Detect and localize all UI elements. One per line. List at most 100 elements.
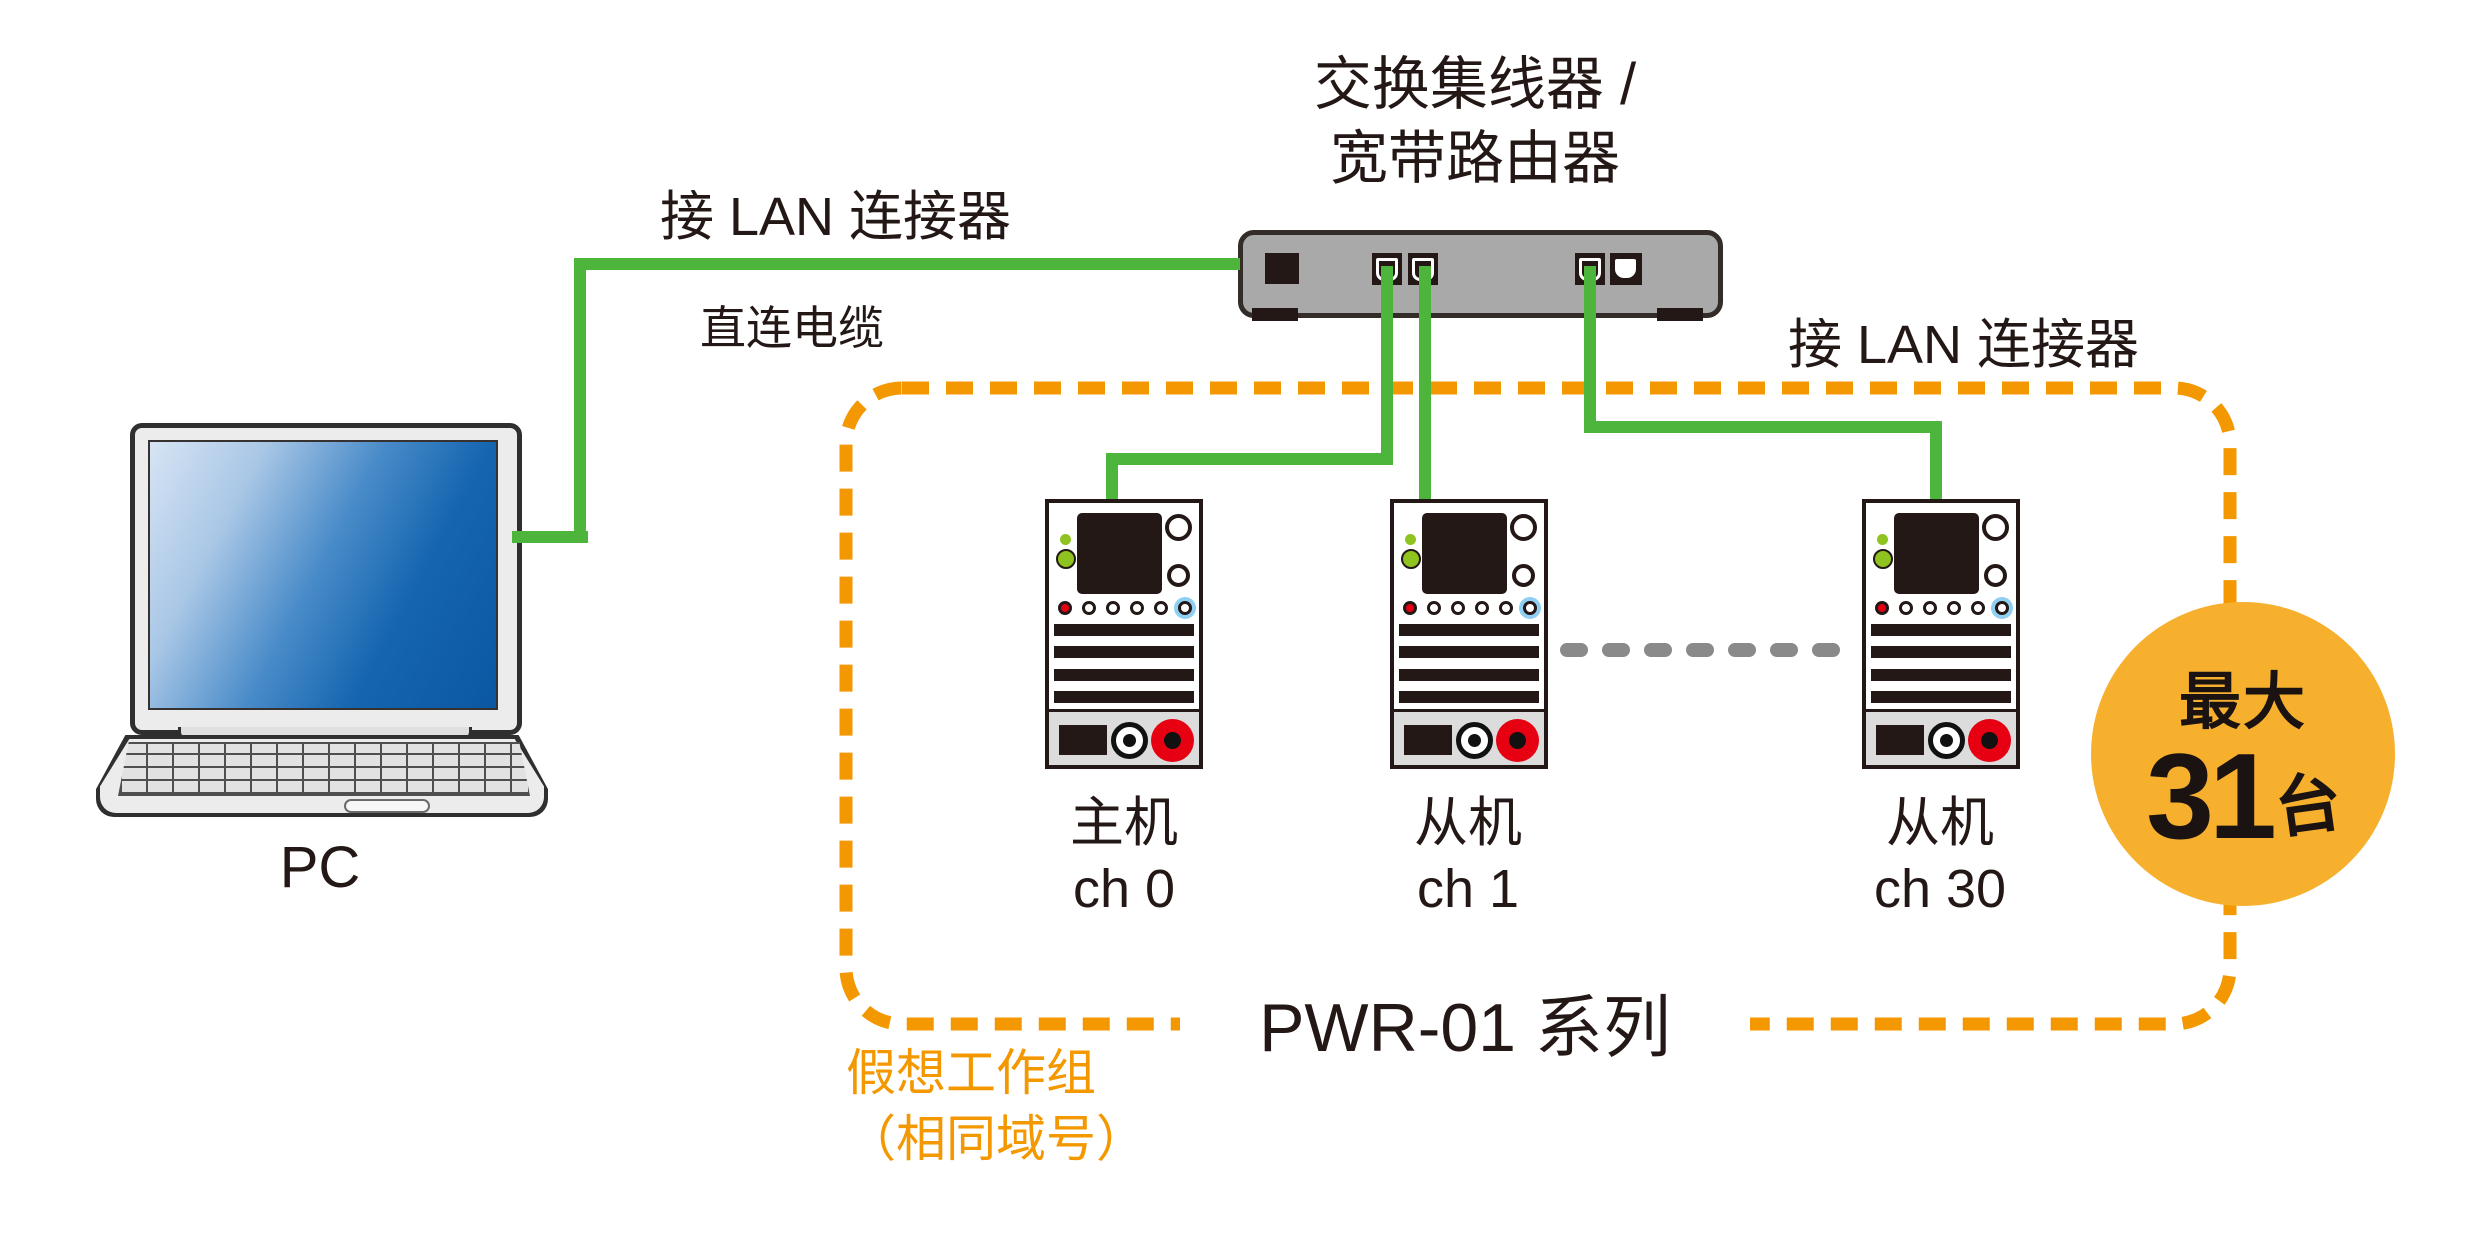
cable-c-entry bbox=[1930, 421, 1942, 503]
knob-current-icon bbox=[1512, 564, 1535, 587]
knob-voltage-icon bbox=[1982, 514, 2009, 541]
led-large-icon bbox=[1401, 549, 1421, 569]
workgroup-line2: （相同域号） bbox=[846, 1111, 1146, 1167]
led-small-icon bbox=[1877, 534, 1888, 545]
led-small-icon bbox=[1060, 534, 1071, 545]
switch-title-line2: 宽带路由器 bbox=[1329, 126, 1620, 191]
vent-bar bbox=[1054, 624, 1194, 636]
switch-lan-port-empty bbox=[1610, 253, 1642, 285]
dash-segment bbox=[1770, 643, 1798, 657]
display-icon bbox=[1422, 513, 1507, 594]
badge-number: 31 bbox=[2146, 728, 2277, 864]
unit-channel: ch 0 bbox=[1072, 859, 1176, 919]
cable-a-run bbox=[1106, 453, 1393, 465]
button-icon bbox=[1923, 601, 1937, 615]
knob-current-icon bbox=[1984, 564, 2007, 587]
binding-post-positive-icon bbox=[1496, 719, 1539, 762]
vent-bar bbox=[1871, 669, 2011, 681]
button-lan-icon bbox=[1178, 601, 1192, 615]
badge-caption: 最大 bbox=[2178, 668, 2307, 737]
workgroup-line1: 假想工作组 bbox=[846, 1045, 1096, 1101]
pwr01-slave-unit-1 bbox=[1390, 499, 1548, 769]
button-icon bbox=[1427, 601, 1441, 615]
terminal-panel bbox=[1866, 709, 2016, 765]
binding-post-negative-icon bbox=[1111, 722, 1148, 759]
pwr01-slave-unit-30 bbox=[1862, 499, 2020, 769]
dash-segment bbox=[1728, 643, 1756, 657]
cable-c-run bbox=[1584, 421, 1942, 433]
dash-segment bbox=[1812, 643, 1840, 657]
knob-current-icon bbox=[1167, 564, 1190, 587]
binding-post-negative-icon bbox=[1928, 722, 1965, 759]
vent-bar bbox=[1871, 646, 2011, 658]
binding-post-positive-icon bbox=[1968, 719, 2011, 762]
pc-label: PC bbox=[279, 835, 361, 900]
expansion-dashes bbox=[1560, 643, 1840, 657]
switch-foot-left bbox=[1252, 308, 1298, 321]
terminal-panel bbox=[1049, 709, 1199, 765]
display-icon bbox=[1077, 513, 1162, 594]
lan-connector-label-left: 接 LAN 连接器 bbox=[660, 187, 1012, 247]
rj45-empty-port-icon bbox=[1615, 259, 1636, 278]
vent-bar bbox=[1054, 669, 1194, 681]
terminal-block-icon bbox=[1404, 725, 1452, 755]
switch-title: 交换集线器 / 宽带路由器 bbox=[1255, 48, 1695, 196]
dash-segment bbox=[1644, 643, 1672, 657]
vent-bar bbox=[1871, 691, 2011, 703]
led-small-icon bbox=[1405, 534, 1416, 545]
button-power-icon bbox=[1875, 601, 1889, 615]
button-icon bbox=[1947, 601, 1961, 615]
led-large-icon bbox=[1873, 549, 1893, 569]
unit-role: 主机 bbox=[1070, 793, 1178, 853]
switch-router bbox=[1238, 230, 1723, 318]
dash-segment bbox=[1560, 643, 1588, 657]
button-icon bbox=[1451, 601, 1465, 615]
unit-role: 从机 bbox=[1886, 793, 1994, 853]
unit-channel: ch 30 bbox=[1873, 859, 2007, 919]
workgroup-note: 假想工作组 （相同域号） bbox=[846, 1040, 1146, 1172]
unit-role: 从机 bbox=[1414, 793, 1522, 853]
display-icon bbox=[1894, 513, 1979, 594]
button-icon bbox=[1499, 601, 1513, 615]
terminal-block-icon bbox=[1059, 725, 1107, 755]
knob-voltage-icon bbox=[1165, 514, 1192, 541]
lan-connector-label-right: 接 LAN 连接器 bbox=[1788, 315, 2140, 375]
pc-to-switch-cable bbox=[574, 258, 1240, 270]
binding-post-positive-icon bbox=[1151, 719, 1194, 762]
vent-bar bbox=[1399, 669, 1539, 681]
series-label: PWR-01 系列 bbox=[1180, 964, 1750, 1079]
slave-unit-30-label: 从机 ch 30 bbox=[1810, 790, 2070, 922]
unit-channel: ch 1 bbox=[1416, 859, 1520, 919]
pc-cable-riser bbox=[574, 258, 586, 543]
cable-c-drop bbox=[1584, 266, 1596, 433]
button-icon bbox=[1130, 601, 1144, 615]
switch-foot-right bbox=[1657, 308, 1703, 321]
button-icon bbox=[1899, 601, 1913, 615]
button-icon bbox=[1475, 601, 1489, 615]
dash-segment bbox=[1686, 643, 1714, 657]
laptop-keyboard bbox=[118, 742, 530, 796]
pc-cable-stub bbox=[512, 531, 588, 543]
led-large-icon bbox=[1056, 549, 1076, 569]
knob-voltage-icon bbox=[1510, 514, 1537, 541]
laptop-touchpad-slot bbox=[344, 799, 430, 813]
terminal-panel bbox=[1394, 709, 1544, 765]
badge-unit: 台 bbox=[2270, 763, 2346, 847]
button-icon bbox=[1106, 601, 1120, 615]
cable-a-drop bbox=[1381, 266, 1393, 465]
button-icon bbox=[1971, 601, 1985, 615]
button-icon bbox=[1082, 601, 1096, 615]
vent-bar bbox=[1399, 646, 1539, 658]
laptop-screen bbox=[148, 440, 498, 710]
cable-b-drop bbox=[1419, 266, 1431, 503]
switch-title-line1: 交换集线器 / bbox=[1313, 52, 1637, 117]
binding-post-negative-icon bbox=[1456, 722, 1493, 759]
button-lan-icon bbox=[1523, 601, 1537, 615]
straight-cable-label: 直连电缆 bbox=[700, 302, 884, 354]
button-lan-icon bbox=[1995, 601, 2009, 615]
pwr01-master-unit bbox=[1045, 499, 1203, 769]
button-power-icon bbox=[1058, 601, 1072, 615]
